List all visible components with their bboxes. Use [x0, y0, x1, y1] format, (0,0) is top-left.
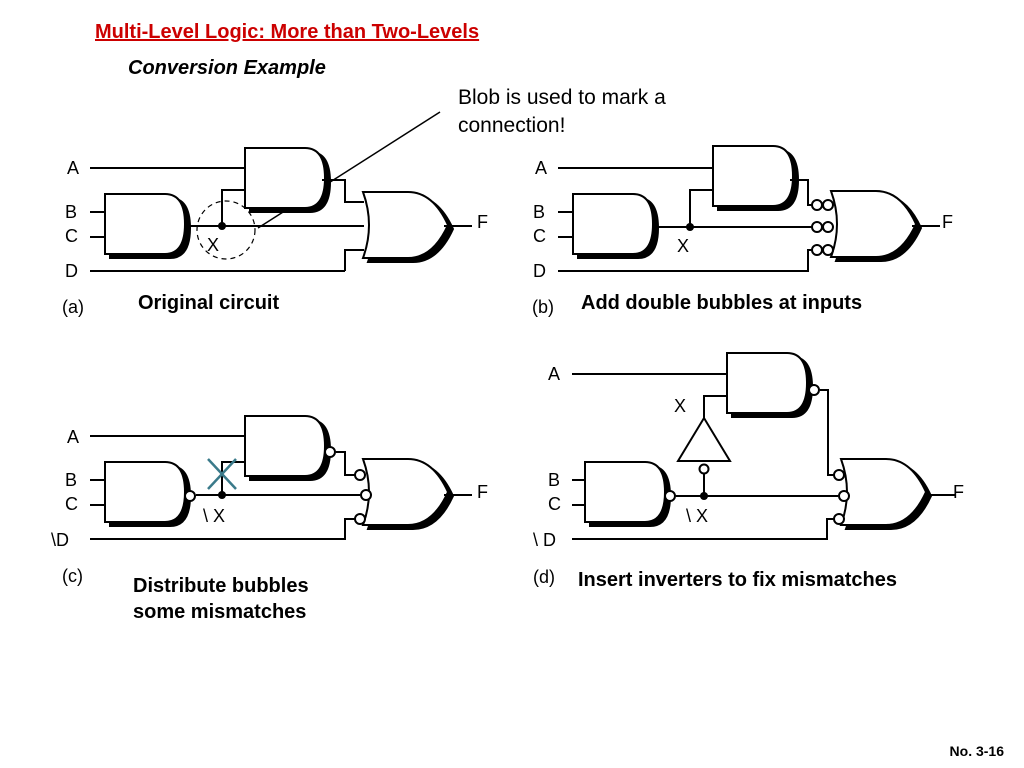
panel-b-input-d: D — [533, 261, 546, 281]
panel-a-bc-and-gate — [104, 193, 191, 259]
blob-annotation: Blob is used to mark a connection! — [458, 86, 666, 137]
panel-c-mismatch-mark — [207, 458, 237, 490]
panel-a-connection-blob — [218, 222, 226, 230]
panel-c-or-gate — [362, 458, 454, 530]
panel-d-node-top-x: X — [674, 396, 687, 416]
panel-c-top-and-gate — [244, 415, 331, 481]
panel-c-input-a: A — [67, 427, 80, 447]
panel-d-connection-blob — [700, 492, 708, 500]
panel-d-caption: Insert inverters to fix mismatches — [578, 569, 898, 591]
panel-b-output-f: F — [942, 212, 953, 232]
panel-a-input-c: C — [65, 226, 78, 246]
panel-d-input-b: B — [548, 470, 561, 490]
panel-a-node-x: X — [207, 235, 220, 255]
slide-title: Multi-Level Logic: More than Two-Levels — [95, 21, 480, 43]
panel-a-top-and-gate — [244, 147, 331, 213]
panel-a-caption: Original circuit — [138, 292, 280, 314]
panel-c-bc-and-gate — [104, 461, 191, 527]
panel-c-input-b: B — [65, 470, 78, 490]
panel-d-input-d: \ D — [533, 530, 557, 550]
panel-d-bubbles — [664, 384, 850, 525]
panel-c-output-f: F — [477, 482, 488, 502]
panel-b-connection-blob — [686, 223, 694, 231]
panel-a-dashed-highlight — [196, 200, 256, 260]
panel-c-caption-line1: Distribute bubbles — [133, 575, 309, 597]
panel-d-input-a: A — [548, 364, 561, 384]
panel-a-or-gate — [362, 191, 454, 263]
panel-b-double-bubbles — [811, 199, 834, 256]
panel-b-input-a: A — [535, 158, 548, 178]
slide-subtitle: Conversion Example — [128, 57, 326, 79]
panel-b-input-b: B — [533, 202, 546, 222]
panel-d-or-gate — [840, 458, 932, 530]
panel-c-input-d: \D — [51, 530, 69, 550]
panel-a-input-a: A — [67, 158, 80, 178]
panel-b-caption: Add double bubbles at inputs — [581, 292, 863, 314]
panel-a-output-f: F — [477, 212, 488, 232]
panel-d-output-f: F — [953, 482, 964, 502]
panel-b-or-gate — [830, 190, 922, 262]
panel-c-input-c: C — [65, 494, 78, 514]
panel-d-input-c: C — [548, 494, 561, 514]
panel-c-bubbles — [184, 446, 372, 525]
panel-a-input-d: D — [65, 261, 78, 281]
panel-a-circuit — [90, 147, 472, 272]
panel-c-caption-line2: some mismatches — [133, 601, 307, 623]
panel-b-top-and-gate — [712, 145, 799, 211]
panel-d-top-and-gate — [726, 352, 813, 418]
panel-d-inverter — [676, 416, 732, 462]
panel-a-input-b: B — [65, 202, 78, 222]
panel-d-circuit — [572, 352, 956, 540]
panel-b-node-x: X — [677, 236, 690, 256]
panel-b-bc-and-gate — [572, 193, 659, 259]
panel-c-tag: (c) — [62, 566, 83, 586]
panel-b-circuit — [558, 145, 940, 272]
panel-b-tag: (b) — [532, 297, 554, 317]
panel-d-node-x: \ X — [686, 506, 709, 526]
panel-c-circuit — [90, 415, 472, 540]
panel-d-bc-and-gate — [584, 461, 671, 527]
page-number: No. 3-16 — [949, 743, 1004, 759]
panel-b-input-c: C — [533, 226, 546, 246]
panel-c-connection-blob — [218, 491, 226, 499]
panel-d-tag: (d) — [533, 567, 555, 587]
panel-a-tag: (a) — [62, 297, 84, 317]
panel-c-node-x: \ X — [203, 506, 226, 526]
